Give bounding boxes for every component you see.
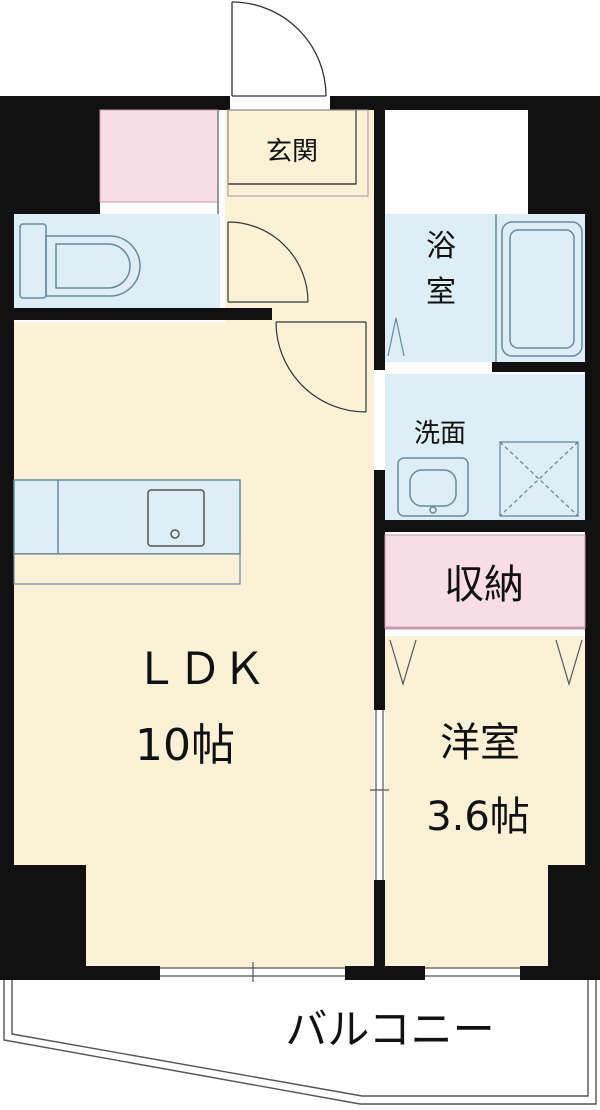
wall-bottom-right bbox=[520, 966, 600, 980]
western-window bbox=[425, 967, 520, 977]
ldk-door bbox=[275, 321, 367, 413]
wall-bottom-mid bbox=[345, 966, 425, 980]
ldk-label: ＬＤＫ bbox=[134, 644, 266, 695]
front-door bbox=[231, 1, 327, 97]
wall-wash-bottom bbox=[385, 520, 585, 532]
washroom-fill bbox=[385, 374, 585, 520]
western-room-label: 洋室 bbox=[440, 720, 520, 766]
western-room-size: 3.6帖 bbox=[426, 794, 530, 840]
washing-machine-pan-icon bbox=[499, 441, 579, 517]
ldk-window bbox=[160, 962, 345, 982]
wall-right-lower-block bbox=[548, 865, 600, 980]
balcony-outline bbox=[3, 980, 597, 1105]
entrance-box bbox=[227, 109, 357, 185]
wall-center-lower bbox=[374, 880, 385, 970]
toilet-icon bbox=[19, 223, 141, 299]
entrance-step-inner bbox=[227, 109, 369, 197]
washroom-label: 洗面 bbox=[414, 419, 466, 449]
balcony-label: バルコニー bbox=[285, 1005, 494, 1054]
sink-icon bbox=[397, 457, 469, 517]
bathtub-icon bbox=[501, 221, 583, 357]
kitchen-sink-icon bbox=[147, 489, 205, 547]
wall-left bbox=[0, 96, 14, 980]
toilet-room-fill bbox=[14, 214, 220, 310]
entrance-label: 玄関 bbox=[266, 137, 318, 167]
wall-right bbox=[585, 96, 600, 980]
ldk-size: 10帖 bbox=[135, 720, 235, 771]
wall-center-upper bbox=[374, 110, 385, 370]
wall-toilet-bottom bbox=[14, 308, 272, 320]
sliding-door bbox=[370, 710, 389, 880]
balcony-fill bbox=[10, 980, 588, 1100]
storage-right-fill bbox=[385, 535, 585, 628]
wall-center-mid bbox=[374, 470, 385, 710]
wall-bath-bottom bbox=[492, 362, 585, 372]
wall-bottom-left bbox=[0, 966, 160, 980]
bath-fill bbox=[385, 214, 585, 362]
kitchen-counter-fill bbox=[14, 480, 240, 554]
storage-label: 収納 bbox=[444, 562, 524, 608]
ldk-floor bbox=[14, 322, 374, 968]
wall-top-left-block bbox=[0, 96, 100, 214]
closet-doors bbox=[389, 639, 583, 687]
wall-top-strip bbox=[100, 96, 230, 110]
kitchen-counter-edge bbox=[13, 553, 241, 585]
hall-door bbox=[227, 221, 309, 303]
bath-label-line2: 室 bbox=[426, 275, 456, 310]
storage-left-fill bbox=[100, 110, 218, 202]
bath-door-mark bbox=[387, 317, 405, 357]
wall-left-lower-block bbox=[0, 865, 86, 980]
walls bbox=[0, 96, 600, 980]
bath-label-line1: 浴 bbox=[426, 229, 456, 264]
